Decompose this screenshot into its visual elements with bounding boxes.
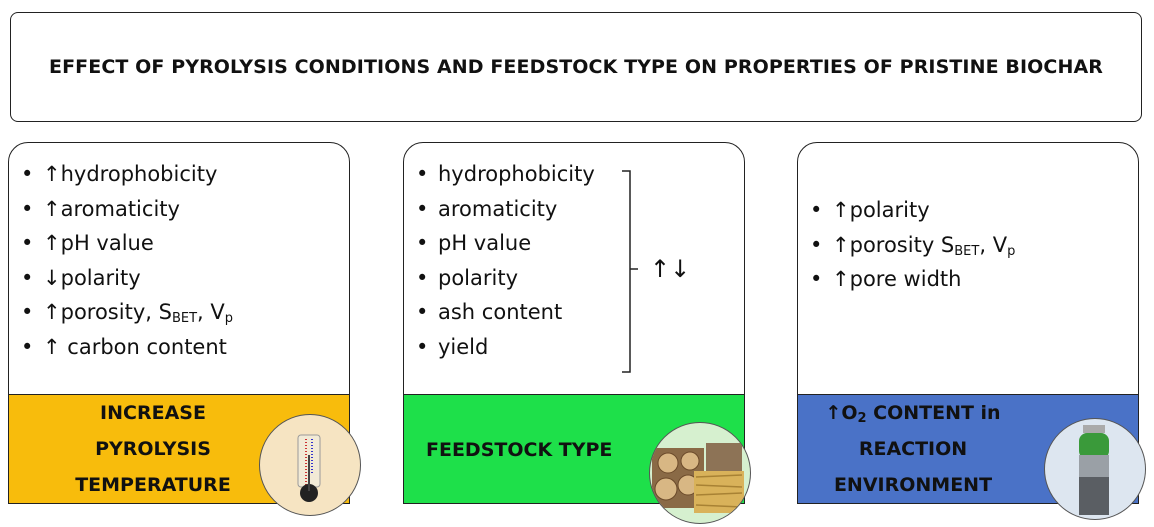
title-box: EFFECT OF PYROLYSIS CONDITIONS AND FEEDS… [10, 12, 1142, 122]
list-feedstock-effects: •hydrophobicity •aromaticity •pH value •… [416, 157, 595, 364]
thermometer-icon [259, 414, 361, 516]
bracket [622, 170, 638, 373]
list-item: •yield [416, 334, 489, 359]
list-item: •↑porosity, SBET, Vp [21, 300, 233, 326]
wood-straw-icon [649, 422, 751, 524]
up-down-arrows: ↑↓ [650, 255, 691, 283]
panel-pyrolysis-temperature: •↑hydrophobicity •↑aromaticity •↑pH valu… [8, 142, 361, 516]
list-item: •polarity [416, 265, 519, 290]
list-item: •↓polarity [21, 265, 141, 290]
list-temperature-effects: •↑hydrophobicity •↑aromaticity •↑pH valu… [21, 157, 233, 364]
list-item: •hydrophobicity [416, 162, 595, 186]
list-item: •↑porosity SBET, Vp [810, 232, 1016, 259]
list-item: •↑pore width [810, 267, 962, 291]
list-item: •↑hydrophobicity [21, 162, 218, 186]
gas-cylinder-icon [1044, 418, 1146, 520]
label-line: PYROLYSIS [95, 438, 211, 460]
list-item: •pH value [416, 231, 532, 255]
list-item: •↑polarity [810, 198, 930, 222]
label-line: ENVIRONMENT [833, 474, 993, 496]
panel-oxygen-content: •↑polarity •↑porosity SBET, Vp •↑pore wi… [797, 142, 1146, 520]
list-item: •ash content [416, 300, 563, 324]
list-item: •↑ carbon content [21, 334, 227, 359]
list-item: •↑aromaticity [21, 196, 180, 221]
list-item: •↑pH value [21, 231, 154, 255]
diagram-title: EFFECT OF PYROLYSIS CONDITIONS AND FEEDS… [49, 56, 1103, 78]
list-oxygen-effects: •↑polarity •↑porosity SBET, Vp •↑pore wi… [810, 193, 1015, 297]
label-line: REACTION [858, 438, 968, 460]
panel-feedstock-type: •hydrophobicity •aromaticity •pH value •… [403, 142, 751, 524]
list-item: •aromaticity [416, 196, 558, 221]
label-line: TEMPERATURE [75, 474, 231, 496]
label-line: FEEDSTOCK TYPE [426, 439, 613, 461]
label-line: ↑O2 CONTENT in [825, 402, 1001, 426]
label-line: INCREASE [100, 402, 206, 424]
